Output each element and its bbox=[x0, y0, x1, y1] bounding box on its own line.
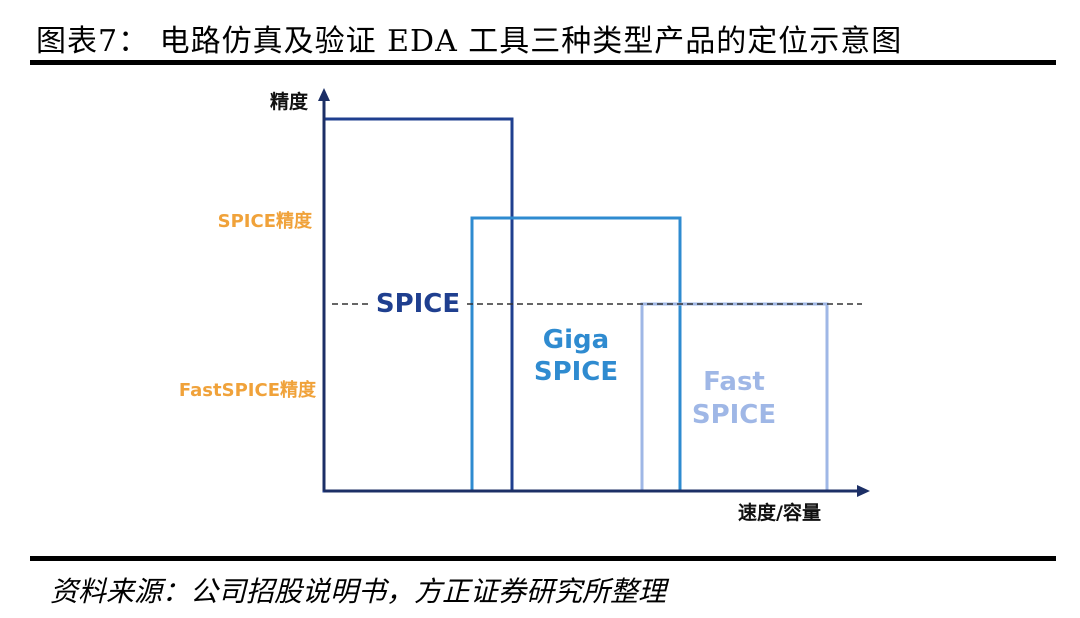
tick-label-fastspice-precision: FastSPICE精度 bbox=[179, 379, 317, 401]
y-axis-arrow bbox=[318, 88, 330, 101]
tick-label-spice-precision: SPICE精度 bbox=[218, 210, 313, 232]
bottom-rule bbox=[30, 556, 1056, 561]
y-axis-label: 精度 bbox=[270, 90, 309, 113]
page-title: 图表7： 电路仿真及验证 EDA 工具三种类型产品的定位示意图 bbox=[36, 24, 903, 59]
fast-spice-label-line2: SPICE bbox=[692, 400, 776, 430]
x-axis-arrow bbox=[857, 485, 870, 497]
top-rule bbox=[30, 60, 1056, 65]
spice-label: SPICE bbox=[376, 289, 460, 319]
giga-spice-label-line2: SPICE bbox=[534, 357, 618, 387]
x-axis-label: 速度/容量 bbox=[738, 501, 821, 524]
giga-spice-label-line1: Giga bbox=[543, 325, 609, 355]
fast-spice-box bbox=[640, 302, 829, 493]
source-note: 资料来源：公司招股说明书，方正证券研究所整理 bbox=[50, 575, 667, 608]
fast-spice-label-line1: Fast bbox=[703, 367, 765, 397]
